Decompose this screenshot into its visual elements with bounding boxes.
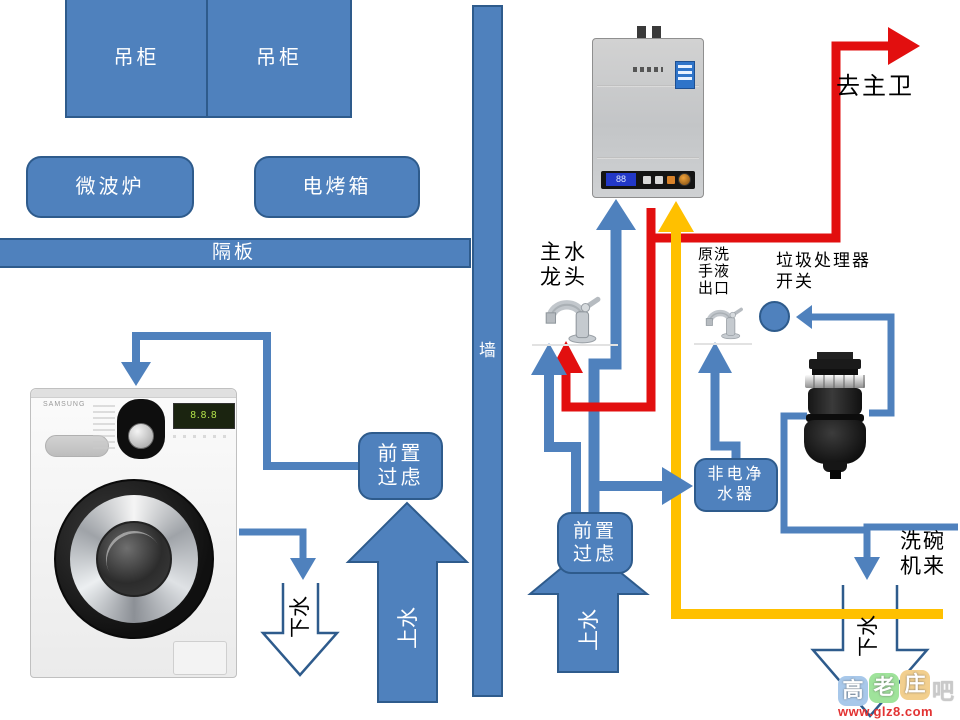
main-faucet-image	[545, 296, 601, 344]
washer-display: 8.8.8	[173, 403, 235, 429]
prefilter-box-bottom: 前置 过虑	[557, 512, 633, 574]
wall-label: 墙	[479, 341, 496, 360]
cabinet-box-right: 吊柜	[206, 0, 352, 118]
soap-faucet-arrowhead	[698, 342, 732, 373]
washer-inlet-pipe	[132, 332, 358, 470]
water-heater: 88	[592, 26, 704, 198]
main-faucet-arrowhead	[531, 343, 567, 375]
supply-arrow-left	[345, 501, 470, 703]
counter-line-left	[532, 344, 618, 346]
supply-right-label: 上水	[578, 609, 601, 651]
watermark: 高老庄吧 www.glz8.com	[838, 666, 960, 719]
heater-knob	[678, 173, 691, 186]
cabinet-box-left: 吊柜	[65, 0, 208, 118]
washer-program-list	[93, 405, 115, 449]
prefilter-top-line2: 过虑	[377, 467, 424, 489]
heater-supply-arrowhead	[596, 199, 636, 230]
drain-funnel-right	[810, 585, 930, 718]
drain-right-arrowhead	[854, 557, 880, 580]
heater-button-2	[655, 176, 663, 184]
heater-energy-label	[675, 61, 695, 89]
counter-line-right	[694, 343, 752, 345]
watermark-char-2: 老	[869, 673, 899, 703]
watermark-char-3: 庄	[900, 670, 930, 700]
garbage-disposal	[797, 350, 873, 480]
disposal-outlet	[830, 470, 841, 479]
oven-box: 电烤箱	[254, 156, 420, 218]
washer-drain-arrowhead	[290, 558, 316, 580]
washer-inlet-arrowhead	[121, 362, 151, 386]
partition-label: 隔板	[211, 242, 256, 263]
washer-buttons	[173, 435, 233, 438]
dishwasher-pipe	[863, 523, 958, 560]
heater-button-3	[667, 176, 675, 184]
washer-drain-pipe	[239, 528, 307, 560]
oven-label: 电烤箱	[302, 176, 372, 198]
disposal-drain-pipe	[780, 412, 867, 534]
main-faucet-pipe	[544, 374, 581, 514]
heater-flue-pipe-left	[637, 26, 646, 40]
prefilter-bottom-line1: 前置	[572, 521, 617, 542]
switch-pipe	[806, 313, 895, 417]
heater-supply-pipe	[588, 214, 622, 514]
washer-top-panel	[31, 389, 236, 398]
heater-body: 88	[592, 38, 704, 198]
purifier-box: 非电净 水器	[694, 458, 778, 512]
main-faucet-label: 主水 龙头	[540, 241, 588, 289]
supply-left-label: 上水	[397, 607, 420, 649]
drain-funnel-left	[260, 583, 340, 677]
watermark-char-1: 高	[838, 676, 868, 706]
drain-left-label: 下水	[289, 596, 312, 638]
prefilter-bottom-line2: 过虑	[572, 544, 617, 565]
purifier-feed-arrowhead	[662, 467, 693, 505]
purifier-line2: 水器	[716, 486, 755, 503]
washing-machine: SAMSUNG 8.8.8	[30, 388, 237, 678]
washer-door-glass	[96, 521, 172, 597]
disposal-body	[804, 420, 866, 464]
dishwasher-label: 洗碗 机来	[900, 530, 946, 578]
microwave-label: 微波炉	[75, 176, 145, 198]
partition-bar: 隔板	[0, 238, 471, 268]
heater-flue-pipe-right	[652, 26, 661, 40]
gas-arrowhead	[658, 201, 694, 232]
hot-water-arrowhead-master-bath	[888, 27, 920, 65]
washer-door	[54, 479, 214, 639]
heater-button-1	[643, 176, 651, 184]
hot-water-pipe-to-master-bath	[648, 41, 897, 243]
switch-arrowhead	[796, 305, 812, 329]
purifier-line1: 非电净	[707, 466, 765, 483]
disposal-switch-circle	[759, 301, 790, 332]
watermark-char-4: 吧	[932, 679, 955, 704]
gas-pipe	[671, 228, 943, 619]
soap-outlet-faucet-image	[705, 307, 743, 340]
cabinet-left-label: 吊柜	[113, 46, 160, 69]
washer-filter-door	[173, 641, 227, 675]
heater-lcd: 88	[606, 173, 636, 186]
disposal-clamp-ring	[805, 375, 865, 388]
soap-faucet-pipe	[710, 372, 741, 460]
prefilter-top-line1: 前置	[377, 443, 424, 465]
soap-outlet-label: 原洗 手液 出口	[698, 246, 731, 297]
washer-knob	[117, 399, 165, 459]
heater-control-panel: 88	[601, 171, 695, 189]
prefilter-box-top: 前置 过虑	[358, 432, 443, 500]
disposal-switch-label: 垃圾处理器 开关	[776, 251, 871, 291]
washer-brand: SAMSUNG	[43, 401, 86, 408]
drain-right-label: 下水	[857, 615, 880, 657]
wall-bar: 墙	[472, 5, 503, 697]
hot-water-pipe-to-faucet	[561, 208, 656, 412]
microwave-box: 微波炉	[26, 156, 194, 218]
heater-brand-mark	[633, 67, 663, 72]
cabinet-right-label: 吊柜	[256, 46, 302, 69]
watermark-url: www.glz8.com	[838, 704, 934, 719]
to-master-bath-label: 去主卫	[836, 73, 914, 100]
